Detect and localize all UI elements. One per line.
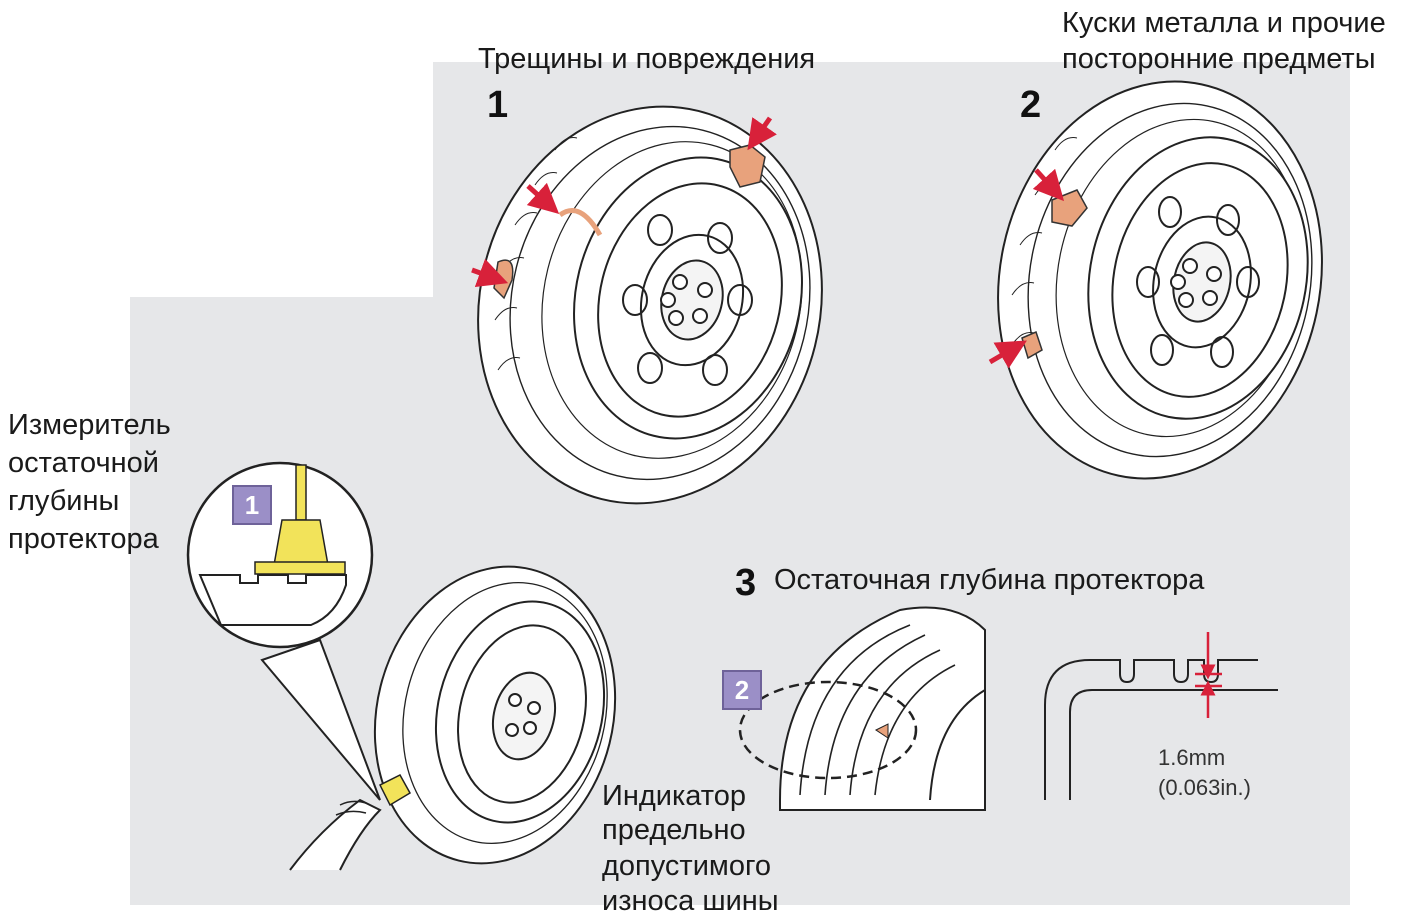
step-number-3: 3 <box>735 562 756 605</box>
gauge-label-line4: протектора <box>8 522 159 557</box>
metal-label-line2: посторонние предметы <box>1062 42 1376 77</box>
gauge-label-line2: остаточной <box>8 446 159 481</box>
badge-1: 1 <box>232 485 272 525</box>
indicator-label-line3: допустимого <box>602 849 771 884</box>
measurement-mm: 1.6mm <box>1158 744 1225 772</box>
measurement-inch: (0.063in.) <box>1158 774 1251 802</box>
gauge-label-line1: Измеритель <box>8 408 171 443</box>
indicator-label-line4: износа шины <box>602 884 779 919</box>
indicator-label-line2: предельно <box>602 813 746 848</box>
gauge-label-line3: глубины <box>8 484 119 519</box>
cracks-label: Трещины и повреждения <box>478 42 815 77</box>
step-number-2: 2 <box>1020 84 1041 127</box>
metal-label-line1: Куски металла и прочие <box>1062 6 1386 41</box>
badge-2: 2 <box>722 670 762 710</box>
tread-depth-label: Остаточная глубина протектора <box>774 563 1204 598</box>
indicator-label-line1: Индикатор <box>602 779 746 814</box>
step-number-1: 1 <box>487 84 508 127</box>
